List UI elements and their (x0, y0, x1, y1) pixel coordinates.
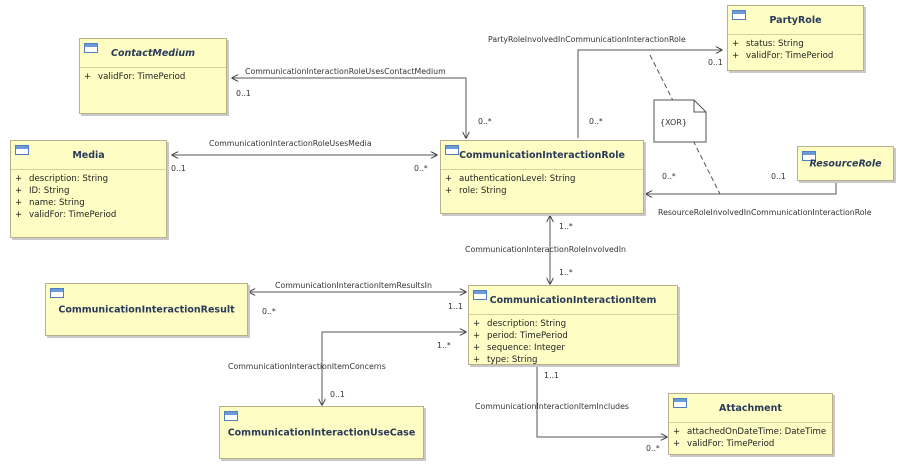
attribute-row: +role: String (445, 186, 507, 196)
attribute-row: +validFor: TimePeriod (732, 51, 834, 61)
assoc-label-media: CommunicationInteractionRoleUsesMedia (209, 139, 372, 148)
multiplicity: 0..* (478, 117, 492, 126)
class-media[interactable]: Media +description: String +ID: String +… (10, 140, 167, 238)
class-icon (84, 43, 98, 53)
class-icon (445, 145, 459, 155)
multiplicity: 0..1 (330, 390, 345, 399)
attribute-row: +description: String (15, 174, 109, 184)
class-icon (673, 398, 687, 408)
attribute-row: +sequence: Integer (473, 343, 565, 353)
class-icon (732, 10, 746, 20)
multiplicity: 1..* (559, 222, 573, 231)
multiplicity: 1..* (559, 268, 573, 277)
class-name: Media (72, 150, 105, 161)
multiplicity: 1..1 (544, 371, 559, 380)
class-name: CommunicationInteractionResult (58, 304, 235, 315)
assoc-party-role-line[interactable] (577, 50, 722, 138)
attribute-row: +ID: String (15, 186, 70, 196)
assoc-use-case-line[interactable] (322, 332, 466, 405)
attribute-row: +validFor: TimePeriod (673, 439, 775, 449)
xor-note-text: {XOR} (660, 118, 688, 127)
class-icon (473, 290, 487, 300)
attribute-row: +validFor: TimePeriod (15, 210, 117, 220)
multiplicity: 0..* (662, 172, 676, 181)
class-communication-interaction-item[interactable]: CommunicationInteractionItem +descriptio… (468, 285, 678, 365)
multiplicity: 0..* (262, 307, 276, 316)
multiplicity: 0..1 (771, 172, 786, 181)
class-resource-role[interactable]: ResourceRole (797, 146, 894, 181)
class-attachment[interactable]: Attachment +attachedOnDateTime: DateTime… (668, 393, 833, 455)
attribute-row: +status: String (732, 39, 804, 49)
class-icon (224, 411, 238, 421)
class-name: ContactMedium (110, 48, 195, 59)
multiplicity: 0..1 (708, 58, 723, 67)
class-name: CommunicationInteractionRole (459, 150, 625, 161)
assoc-label-includes: CommunicationInteractionItemIncludes (475, 402, 629, 411)
class-name: CommunicationInteractionItem (489, 295, 657, 306)
attribute-row: +name: String (15, 198, 85, 208)
attribute-row: +period: TimePeriod (473, 331, 568, 341)
assoc-label-results-in: CommunicationInteractionItemResultsIn (275, 281, 432, 290)
attribute-row: +attachedOnDateTime: DateTime (673, 427, 827, 437)
class-name: Attachment (719, 403, 782, 414)
attribute-row: +validFor: TimePeriod (84, 72, 186, 82)
multiplicity: 0..1 (171, 164, 186, 173)
assoc-attachment-line[interactable] (536, 366, 667, 437)
class-communication-interaction-role[interactable]: CommunicationInteractionRole +authentica… (440, 140, 644, 214)
class-name: PartyRole (769, 15, 822, 26)
xor-constraint-line (649, 54, 721, 195)
class-communication-interaction-use-case[interactable]: CommunicationInteractionUseCase (219, 406, 424, 459)
class-icon (802, 151, 816, 161)
multiplicity: 1..1 (448, 302, 463, 311)
class-party-role[interactable]: PartyRole +status: String +validFor: Tim… (727, 5, 864, 71)
assoc-resource-role-line[interactable] (646, 181, 837, 194)
multiplicity: 0..* (646, 444, 660, 453)
multiplicity: 1..* (437, 341, 451, 350)
class-contact-medium[interactable]: ContactMedium +validFor: TimePeriod (79, 38, 227, 114)
assoc-label-role-involved-in: CommunicationInteractionRoleInvolvedIn (465, 245, 626, 254)
assoc-contact-medium-line[interactable] (232, 78, 466, 138)
assoc-label-contact-medium: CommunicationInteractionRoleUsesContactM… (245, 67, 446, 76)
multiplicity: 0..* (589, 117, 603, 126)
assoc-label-resource-role: ResourceRoleInvolvedInCommunicationInter… (658, 208, 872, 217)
class-icon (15, 145, 29, 155)
xor-note-shape (653, 99, 707, 143)
class-icon (50, 288, 64, 298)
multiplicity: 0..1 (236, 89, 251, 98)
attribute-row: +description: String (473, 319, 567, 329)
assoc-label-concerns: CommunicationInteractionItemConcerns (228, 362, 386, 371)
class-name: ResourceRole (809, 158, 882, 169)
attribute-row: +authenticationLevel: String (445, 174, 576, 184)
multiplicity: 0..* (414, 164, 428, 173)
class-communication-interaction-result[interactable]: CommunicationInteractionResult (45, 283, 248, 336)
class-name: CommunicationInteractionUseCase (227, 427, 416, 438)
assoc-label-party-role: PartyRoleInvolvedInCommunicationInteract… (488, 35, 686, 44)
attribute-row: +type: String (473, 355, 538, 365)
